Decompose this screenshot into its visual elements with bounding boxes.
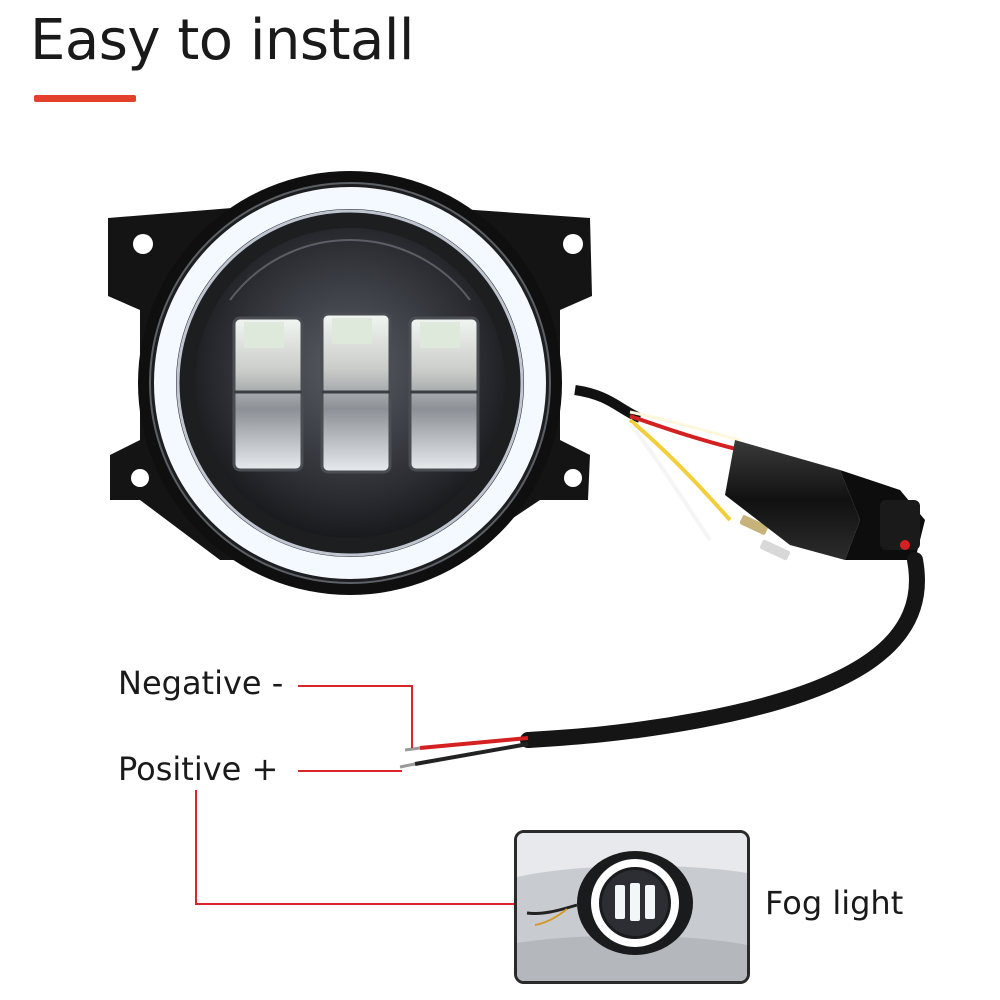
halo-ring (154, 187, 546, 579)
negative-wire-label: Negative - (118, 664, 284, 702)
halo-wires (574, 385, 791, 561)
fog-light-inset-photo (514, 830, 750, 984)
fog-light-installed-icon (517, 833, 747, 981)
positive-wire-label: Positive + (118, 750, 279, 788)
wire-connector (725, 440, 925, 560)
led-reflectors (232, 312, 480, 474)
power-cable (399, 552, 925, 769)
title-underline (34, 95, 136, 102)
led-reflector-left (232, 316, 304, 472)
led-reflector-right (408, 316, 480, 472)
page-title: Easy to install (30, 8, 414, 73)
fog-light-label: Fog light (765, 884, 904, 922)
led-reflector-center (320, 312, 392, 474)
